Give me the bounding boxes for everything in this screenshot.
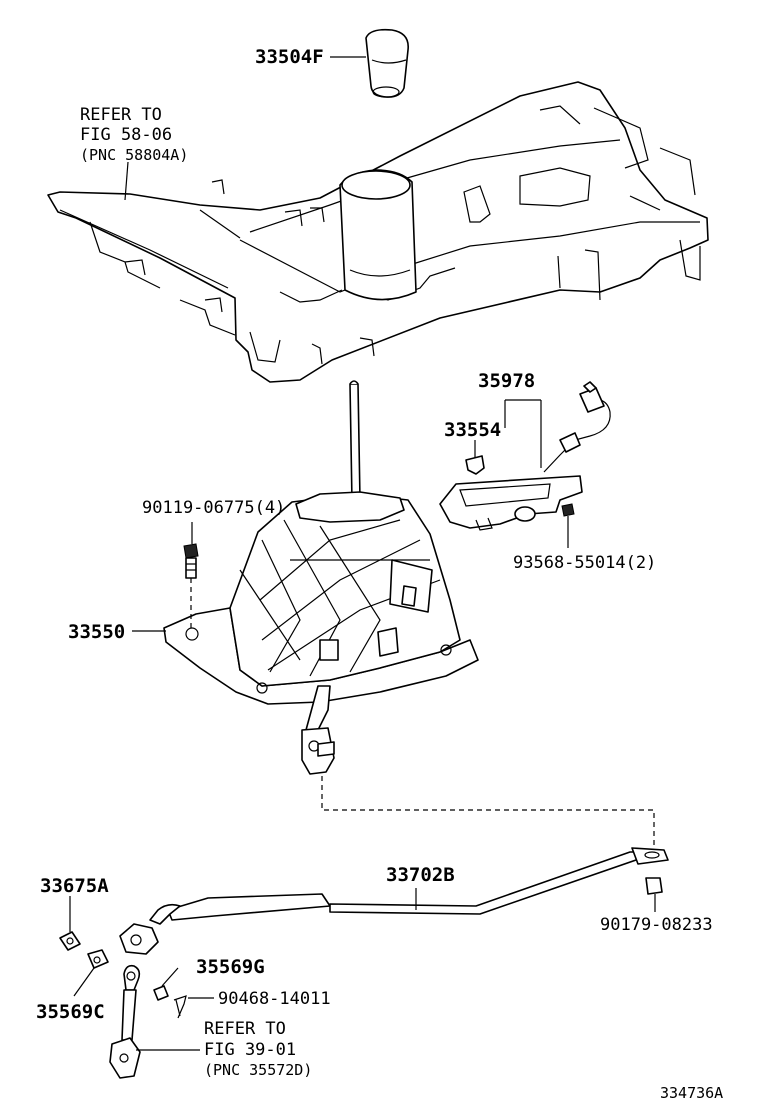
label-33675A: 33675A xyxy=(40,875,109,897)
indicator-housing-drawing xyxy=(439,381,611,531)
pin-90468-drawing xyxy=(173,995,187,1019)
nut-90179-drawing xyxy=(645,877,663,895)
leader-35569C xyxy=(73,967,95,997)
refer-bottom-line3: (PNC 35572D) xyxy=(204,1061,312,1079)
label-33554: 33554 xyxy=(444,419,501,441)
label-90119-06775: 90119-06775(4) xyxy=(142,498,285,518)
refer-bottom-line2: FIG 39-01 xyxy=(204,1040,296,1060)
leader-35569G xyxy=(161,967,179,987)
leader-refer-top xyxy=(124,161,129,201)
label-90179-08233: 90179-08233 xyxy=(600,915,713,935)
control-cable-drawing xyxy=(119,847,669,955)
console-panel-drawing xyxy=(47,81,709,383)
label-35569C: 35569C xyxy=(36,1001,105,1023)
refer-top-line1: REFER TO xyxy=(80,105,162,125)
refer-top-line2: FIG 58-06 xyxy=(80,125,172,145)
bushing-35569C-drawing xyxy=(87,949,109,969)
refer-top-line3: (PNC 58804A) xyxy=(80,146,188,164)
bushing-35569G-drawing xyxy=(153,985,169,1001)
selector-lever-drawing xyxy=(109,964,141,1079)
bushing-33675A-drawing xyxy=(59,931,81,951)
label-35569G: 35569G xyxy=(196,956,265,978)
label-33702B: 33702B xyxy=(386,864,455,886)
cable-connection-line xyxy=(321,776,655,850)
label-90468-14011: 90468-14011 xyxy=(218,989,331,1009)
shift-knob-drawing xyxy=(365,28,409,98)
figure-id: 334736A xyxy=(660,1084,723,1102)
label-93568-55014: 93568-55014(2) xyxy=(513,553,656,573)
label-33504F: 33504F xyxy=(255,46,324,68)
label-33550: 33550 xyxy=(68,621,125,643)
shift-lever-assy-drawing xyxy=(163,380,479,775)
refer-bottom-line1: REFER TO xyxy=(204,1019,286,1039)
label-35978: 35978 xyxy=(478,370,535,392)
